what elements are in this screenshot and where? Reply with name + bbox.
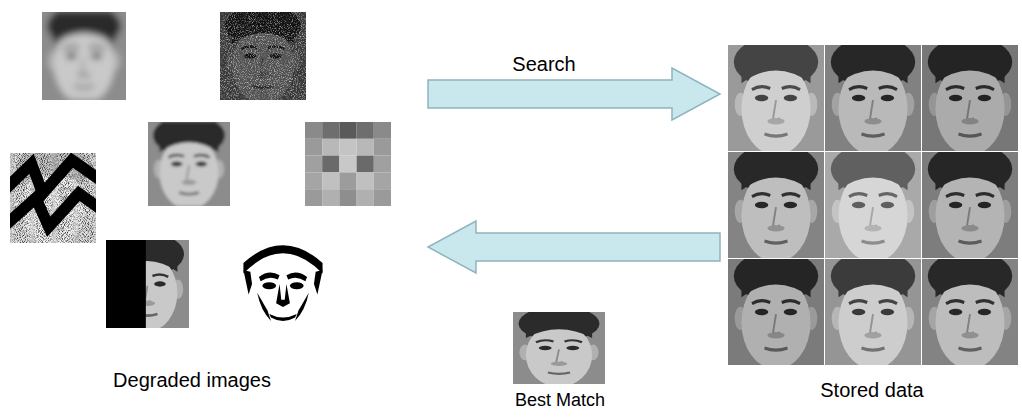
stored-face <box>825 251 921 370</box>
stored-face <box>825 144 921 263</box>
face-gallery <box>728 37 1018 370</box>
image-group: Degraded images <box>5 5 420 400</box>
stored-face <box>825 37 921 156</box>
noisy-face <box>220 5 306 104</box>
stored-face <box>728 37 824 156</box>
caption: Degraded images <box>113 368 271 392</box>
best-match-face <box>513 306 605 387</box>
pixelated-face <box>305 122 391 206</box>
occluded-face <box>6 146 101 247</box>
stored-face <box>728 251 824 370</box>
stored-face <box>728 144 824 263</box>
result-image: Best Match <box>505 306 615 416</box>
image-group: Stored data <box>726 40 1018 412</box>
stored-face <box>922 251 1018 370</box>
caption: Best Match <box>515 390 605 412</box>
caption: Stored data <box>820 378 923 402</box>
stored-face <box>922 144 1018 263</box>
arrow-label: Search <box>510 52 577 76</box>
block-arrow <box>428 221 720 273</box>
blurred-face <box>42 5 126 104</box>
blurred-face <box>148 115 230 209</box>
binarized-face <box>240 240 326 328</box>
stored-face <box>922 37 1018 156</box>
half-occluded-face <box>106 233 189 332</box>
